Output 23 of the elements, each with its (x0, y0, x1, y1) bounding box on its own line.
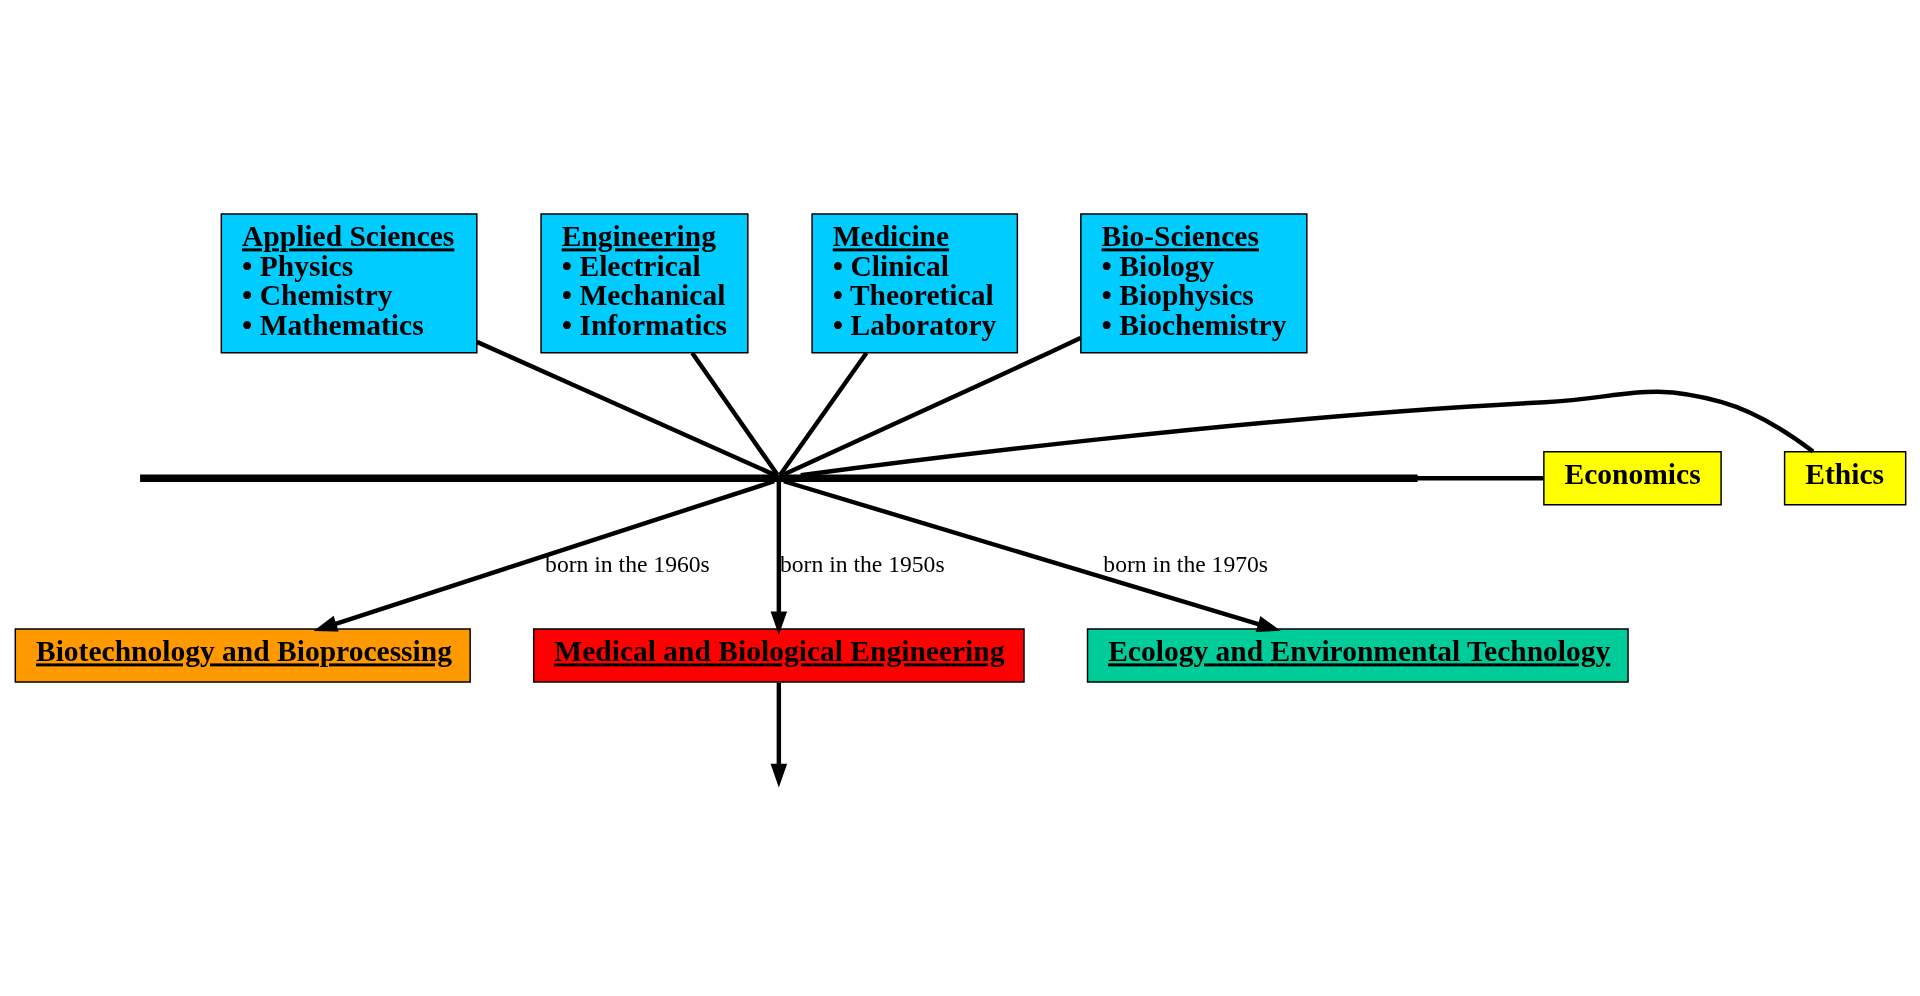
edge-label: born in the 1960s (544, 551, 710, 578)
arrow (782, 479, 1281, 632)
connector (781, 336, 1081, 478)
node-bar (139, 474, 1418, 482)
connector (1416, 476, 1544, 481)
node-box: Economics (1542, 450, 1722, 506)
edge-label: born in the 1970s (1102, 551, 1268, 578)
arrow (770, 682, 787, 788)
node-box: Ethics (1783, 450, 1906, 506)
node-box: Medical and Biological Engineering (532, 628, 1025, 683)
node-box: Ecology and Environmental Technology (1086, 628, 1629, 683)
edge-label: born in the 1950s (779, 551, 945, 578)
arrow (770, 481, 787, 636)
node-box: Applied Sciences • Physics • Chemistry • Mathematics (220, 213, 478, 354)
node-box: Biotechnology and Bioprocessing (14, 628, 471, 683)
arrow (313, 479, 775, 632)
connector (689, 351, 779, 477)
node-box: Bio-Sciences • Biology • Biophysics • Biochemistry (1079, 213, 1308, 354)
connector (475, 339, 776, 478)
node-box: Engineering • Electrical • Mechanical • Informatics (539, 213, 749, 354)
connector (777, 351, 868, 477)
connector (799, 389, 1814, 478)
node-box: Medicine • Clinical • Theoretical • Laboratory (810, 213, 1018, 354)
